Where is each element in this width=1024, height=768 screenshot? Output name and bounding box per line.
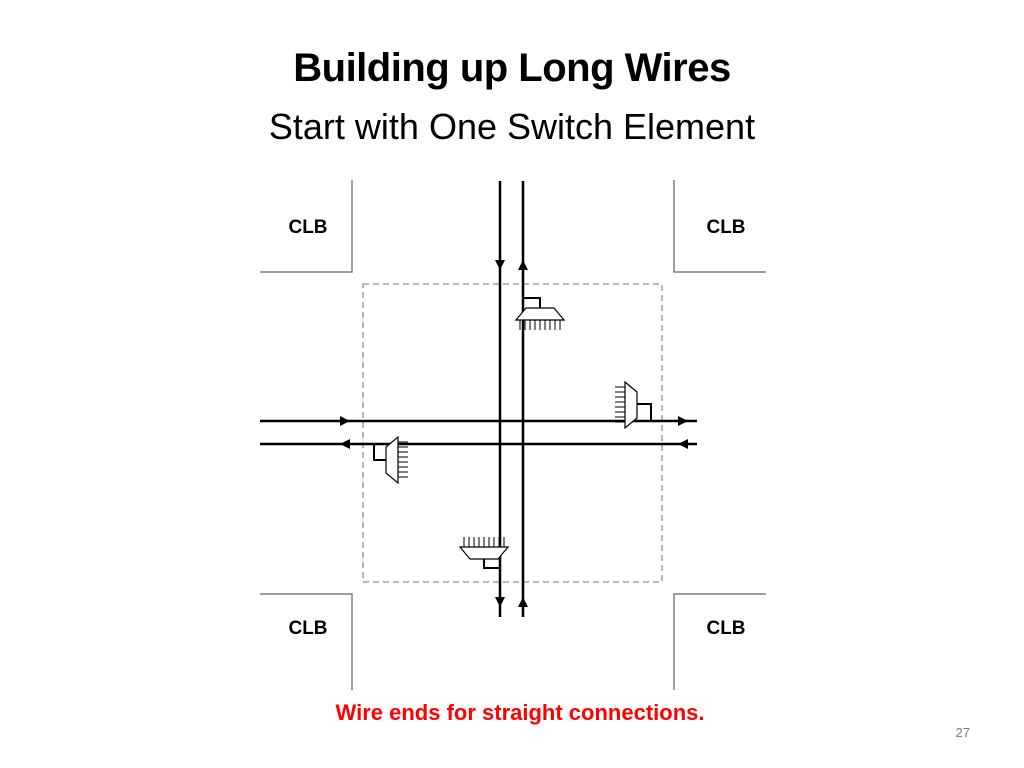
vertical-wire-left: [495, 181, 505, 617]
switch-box-outline: [362, 283, 663, 583]
clb-label: CLB: [288, 217, 327, 238]
clb-block-bottom-right: CLB: [673, 593, 766, 690]
horizontal-wire-top: [260, 416, 697, 426]
caption-note: Wire ends for straight connections.: [335, 700, 705, 725]
clb-label: CLB: [288, 618, 327, 639]
clb-block-top-right: CLB: [673, 180, 766, 273]
clb-block-top-left: CLB: [260, 180, 353, 273]
slide-subtitle: Start with One Switch Element: [268, 106, 756, 147]
mux-left: [363, 435, 408, 485]
mux-top: [514, 288, 566, 330]
mux-right: [615, 380, 662, 430]
horizontal-wire-bottom: [260, 439, 697, 449]
vertical-wire-right: [518, 181, 528, 617]
mux-bottom: [458, 537, 510, 580]
clb-label: CLB: [706, 217, 745, 238]
clb-label: CLB: [706, 618, 745, 639]
clb-block-bottom-left: CLB: [260, 593, 353, 690]
slide-title: Building up Long Wires: [293, 46, 731, 90]
page-number: 27: [955, 725, 970, 740]
